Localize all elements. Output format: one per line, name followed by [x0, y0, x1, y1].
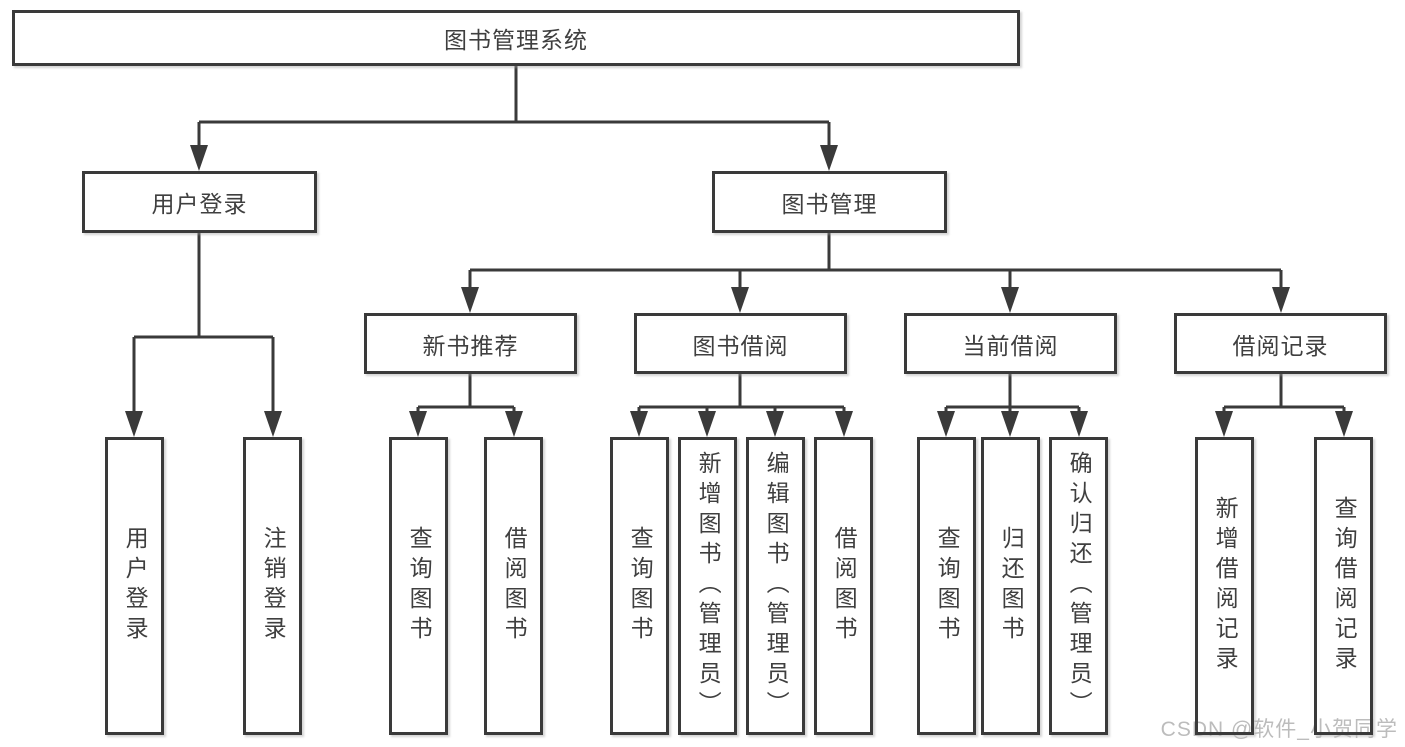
leaf-label: 查询借阅记录 [1331, 496, 1358, 676]
arrowheads [125, 145, 1353, 437]
leaf-label: 查询图书 [934, 526, 961, 646]
node-new-book-recommendation: 新书推荐 [364, 313, 577, 374]
leaf-query-books: 查询图书 [610, 437, 669, 735]
leaf-query-books: 查询图书 [917, 437, 976, 735]
leaf-user-login: 用户登录 [105, 437, 164, 735]
node-label: 图书借阅 [692, 332, 789, 359]
leaf-edit-books-admin: 编辑图书（管理员） [746, 437, 805, 735]
node-book-borrowing: 图书借阅 [634, 313, 847, 374]
leaf-return-books: 归还图书 [981, 437, 1040, 735]
leaf-logout: 注销登录 [243, 437, 302, 735]
leaf-borrow-books: 借阅图书 [814, 437, 873, 735]
leaf-label: 新增借阅记录 [1212, 496, 1239, 676]
leaf-label: 借阅图书 [501, 526, 528, 646]
leaf-label: 借阅图书 [831, 526, 858, 646]
leaf-label: 确认归还（管理员） [1066, 451, 1093, 721]
leaf-label: 注销登录 [260, 526, 287, 646]
leaf-borrow-books: 借阅图书 [484, 437, 543, 735]
node-label: 新书推荐 [422, 332, 519, 359]
leaf-label: 用户登录 [122, 526, 149, 646]
node-library-management-system: 图书管理系统 [12, 10, 1020, 66]
node-user-login: 用户登录 [82, 171, 317, 233]
csdn-watermark: CSDN @软件_小贺同学 [1160, 718, 1398, 741]
leaf-query-borrowing-record: 查询借阅记录 [1314, 437, 1373, 735]
leaf-label: 编辑图书（管理员） [763, 451, 790, 721]
node-book-management: 图书管理 [712, 171, 947, 233]
leaf-label: 查询图书 [627, 526, 654, 646]
node-label: 用户登录 [151, 191, 248, 217]
node-label: 图书管理 [781, 191, 878, 217]
leaf-add-books-admin: 新增图书（管理员） [678, 437, 737, 735]
node-current-borrowing: 当前借阅 [904, 313, 1117, 374]
leaf-query-books: 查询图书 [389, 437, 448, 735]
node-label: 当前借阅 [962, 332, 1059, 359]
leaf-label: 归还图书 [998, 526, 1025, 646]
node-borrowing-records: 借阅记录 [1174, 313, 1387, 374]
leaf-label: 新增图书（管理员） [695, 451, 722, 721]
leaf-add-borrowing-record: 新增借阅记录 [1195, 437, 1254, 735]
leaf-confirm-return-admin: 确认归还（管理员） [1049, 437, 1108, 735]
node-label: 图书管理系统 [444, 27, 588, 53]
leaf-label: 查询图书 [406, 526, 433, 646]
node-label: 借阅记录 [1232, 332, 1329, 359]
